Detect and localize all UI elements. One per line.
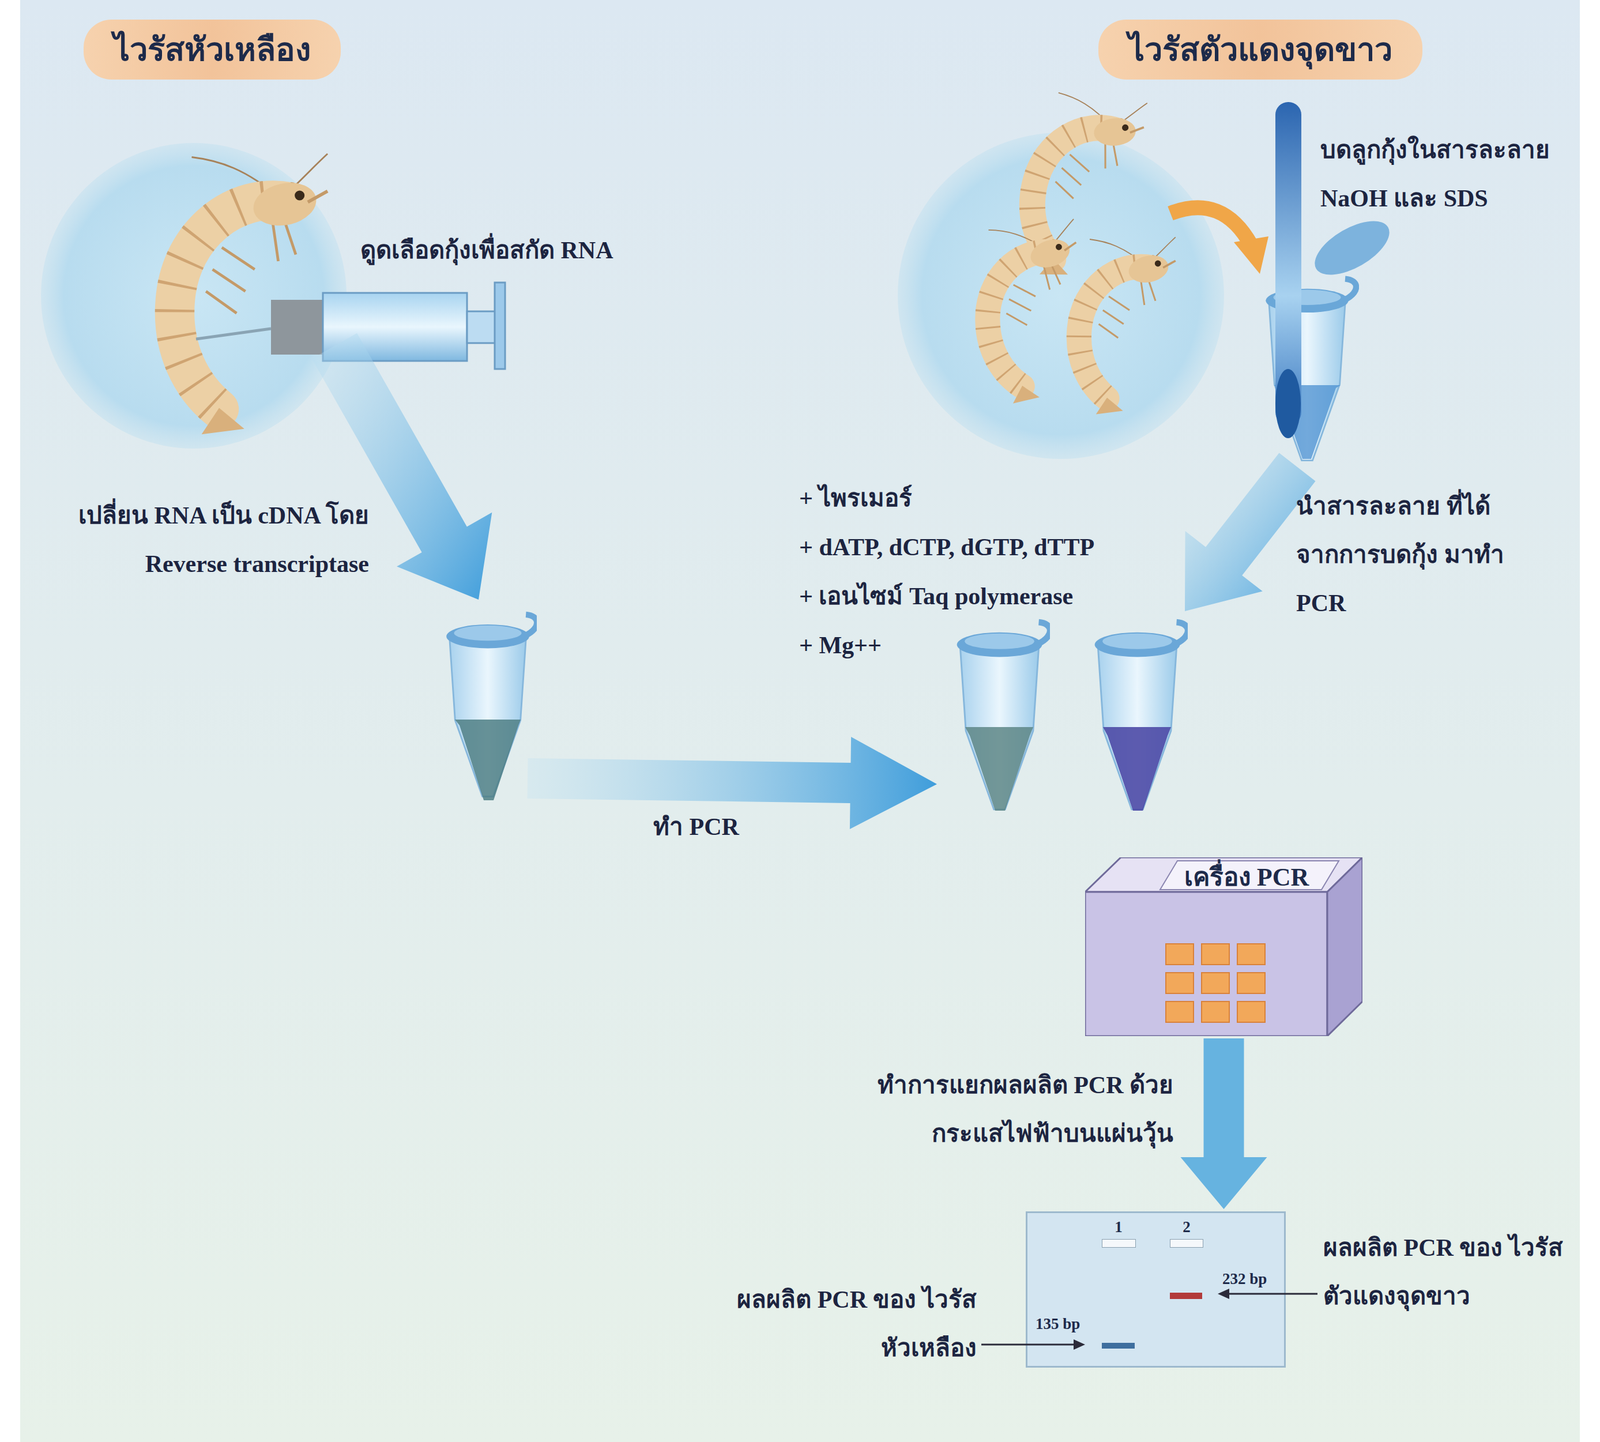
gel-band — [1169, 1292, 1203, 1300]
band-size: 135 bp — [1035, 1314, 1080, 1334]
shrimp — [174, 153, 328, 435]
label: ทำการแยกผลผลิต PCR ด้วยกระแสไฟฟ้าบนแผ่นว… — [850, 1060, 1174, 1158]
label: + Mg++ — [799, 620, 882, 670]
shrimps — [977, 89, 1176, 415]
lane-number: 2 — [1182, 1217, 1191, 1237]
label: + ไพรเมอร์ — [799, 473, 913, 523]
lane-number: 1 — [1114, 1217, 1123, 1237]
virus-title: ไวรัสหัวเหลือง — [113, 31, 311, 68]
tube-right — [1094, 622, 1189, 811]
tube-middle — [957, 622, 1051, 811]
label: ผลผลิต PCR ของ ไวรัสตัวแดงจุดขาว — [1323, 1223, 1566, 1321]
flow-arrows — [311, 333, 1316, 830]
pill-node: ไวรัสหัวเหลือง — [83, 19, 341, 80]
gel-band — [1169, 1239, 1204, 1248]
label: นำสารละลาย ที่ได้จากการบดกุ้ง มาทำ PCR — [1296, 482, 1527, 628]
flow-arrow — [1184, 452, 1316, 612]
machine-label: เครื่อง PCR — [1171, 860, 1322, 894]
circle-right — [897, 132, 1225, 459]
pill-node: ไวรัสตัวแดงจุดขาว — [1098, 19, 1423, 80]
label: บดลูกกุ้งในสารละลาย NaOH และ SDS — [1320, 125, 1592, 223]
label: ทำ PCR — [653, 802, 740, 852]
tube-left — [446, 614, 537, 801]
label: + dATP, dCTP, dGTP, dTTP — [799, 522, 1095, 572]
machine-node: เครื่อง PCR — [1085, 857, 1363, 1037]
band-size: 232 bp — [1222, 1269, 1267, 1289]
virus-title: ไวรัสตัวแดงจุดขาว — [1128, 31, 1393, 68]
circle-left — [40, 142, 347, 449]
gel-band — [1101, 1239, 1136, 1248]
gel-band — [1101, 1342, 1135, 1349]
label: + เอนไซม์ Taq polymerase — [799, 571, 1074, 621]
label: เปลี่ยน RNA เป็น cDNA โดย Reverse transc… — [23, 491, 370, 589]
gel-node: 1 2 232 bp 135 bp — [1025, 1211, 1286, 1368]
label: ดูดเลือดกุ้งเพื่อสกัด RNA — [360, 226, 614, 275]
orange-arrow — [1170, 207, 1252, 246]
flow-connector — [1180, 1038, 1268, 1210]
label: ผลผลิต PCR ของ ไวรัสหัวเหลือง — [734, 1275, 977, 1373]
